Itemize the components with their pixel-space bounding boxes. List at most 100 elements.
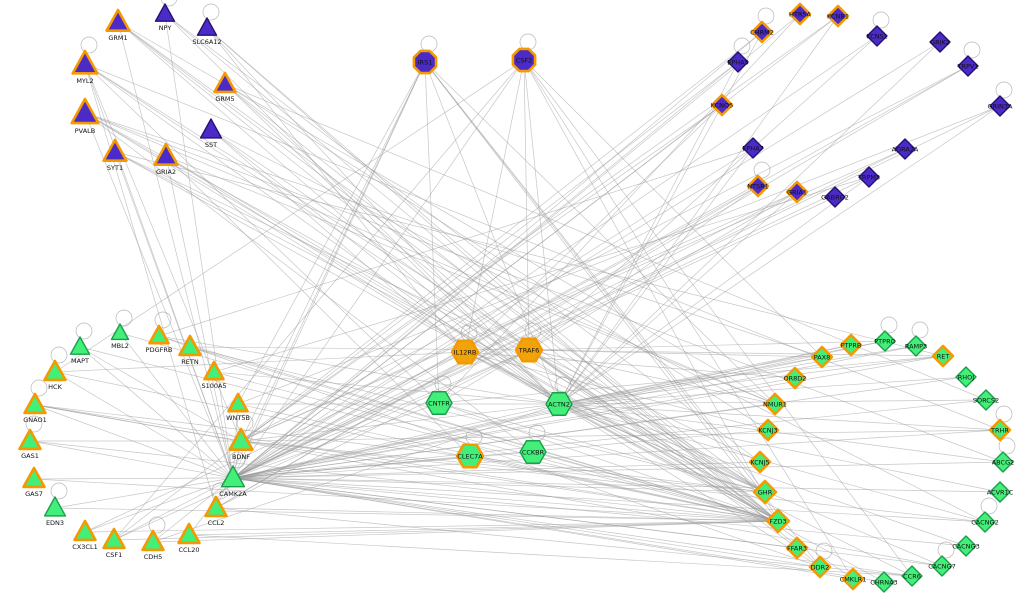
edge-cacng3-actn2: [558, 403, 967, 547]
node-chrm2[interactable]: [750, 20, 774, 44]
node-fzd3[interactable]: [765, 508, 791, 534]
node-pax8[interactable]: [810, 345, 834, 369]
node-cdh5[interactable]: [141, 529, 165, 552]
node-gria1[interactable]: [785, 180, 809, 204]
node-cacng7[interactable]: [931, 555, 953, 577]
node-bdnf[interactable]: [228, 427, 254, 451]
node-kcnj3[interactable]: [756, 418, 780, 442]
node-epha5[interactable]: [727, 51, 749, 73]
node-grm5[interactable]: [213, 71, 237, 94]
edge-pvalb-camk2a: [84, 112, 234, 479]
node-adra2a[interactable]: [894, 138, 916, 160]
node-sst[interactable]: [199, 118, 223, 139]
node-label-ddr2: DDR2: [811, 564, 830, 572]
node-ptpro[interactable]: [874, 330, 896, 352]
node-clec7a[interactable]: [455, 443, 485, 469]
node-mapt[interactable]: [69, 336, 91, 355]
edge-slc6a12-fzd3: [206, 27, 779, 522]
edge-grin3a-actn2: [558, 105, 1001, 405]
node-ccr6[interactable]: [901, 565, 923, 587]
edge-ret-cntfr: [438, 355, 944, 404]
node-kcns1[interactable]: [866, 25, 888, 47]
node-ramp3[interactable]: [905, 335, 927, 357]
node-pdgfrb[interactable]: [148, 324, 170, 345]
node-actn2[interactable]: [545, 392, 573, 416]
node-trhr[interactable]: [988, 418, 1012, 442]
node-trpm3[interactable]: [858, 166, 880, 188]
node-cmklr1[interactable]: [841, 567, 865, 591]
node-retn[interactable]: [178, 334, 202, 357]
node-kcnj5[interactable]: [748, 450, 772, 474]
node-ptprb[interactable]: [839, 333, 863, 357]
node-gnao1[interactable]: [23, 392, 47, 415]
node-label-cdh5: CDH5: [144, 553, 163, 561]
node-label-cacng3: CACNG3: [952, 543, 979, 551]
node-label-ccl20: CCL20: [179, 546, 200, 554]
edge-camk2a-rhoj: [232, 376, 967, 479]
node-htr5a[interactable]: [788, 2, 812, 26]
node-gria2[interactable]: [153, 142, 179, 166]
edge-grm5-traf6: [224, 83, 530, 351]
node-label-ramp3: RAMP3: [905, 343, 927, 351]
edge-irs1-camk2a: [232, 61, 426, 479]
node-grin3a[interactable]: [989, 95, 1011, 117]
node-npy[interactable]: [154, 3, 176, 22]
node-label-kcns1: KCNS1: [866, 33, 888, 41]
node-cckbr[interactable]: [519, 440, 547, 464]
node-camk2a[interactable]: [220, 465, 246, 488]
node-ret[interactable]: [931, 344, 955, 368]
node-kcnb1[interactable]: [826, 4, 850, 28]
node-traf6[interactable]: [514, 337, 544, 363]
edge-retn-fzd3: [189, 346, 779, 522]
node-kcnq5[interactable]: [710, 93, 734, 117]
node-abcg2[interactable]: [992, 451, 1014, 473]
node-mbl2[interactable]: [110, 323, 130, 341]
node-acvr1c[interactable]: [989, 481, 1011, 503]
node-slc6a12[interactable]: [196, 17, 218, 36]
node-grik2[interactable]: [929, 31, 951, 53]
node-cacng2[interactable]: [974, 511, 996, 533]
node-epha7[interactable]: [742, 137, 764, 159]
node-ccl2[interactable]: [204, 495, 228, 518]
node-pvalb[interactable]: [70, 97, 100, 125]
edge-sst-cacng2: [210, 129, 986, 523]
edge-gas7-camk2a: [33, 477, 234, 480]
node-csf1[interactable]: [102, 527, 126, 550]
self-loop-edge: [880, 316, 898, 334]
node-syt1[interactable]: [102, 138, 128, 162]
node-ffar3[interactable]: [785, 536, 809, 560]
node-wnt5b[interactable]: [227, 392, 249, 413]
node-s100a5[interactable]: [203, 360, 225, 381]
node-trpv1[interactable]: [957, 55, 979, 77]
node-label-grin3a: GRIN3A: [988, 103, 1013, 111]
self-loop-edge: [25, 415, 43, 433]
node-cacng3[interactable]: [955, 535, 977, 557]
self-loop-edge: [202, 3, 220, 21]
edge-gnao1-cacng7: [34, 404, 943, 567]
node-nmur1[interactable]: [763, 392, 787, 416]
edge-trpm3-actn2: [558, 176, 870, 405]
node-ntsr1[interactable]: [746, 174, 770, 198]
node-gabrg2[interactable]: [824, 186, 846, 208]
node-ddr2[interactable]: [808, 555, 832, 579]
edge-bdnf-trhr: [240, 429, 1001, 442]
node-myl2[interactable]: [71, 49, 99, 75]
node-chrna3[interactable]: [873, 571, 895, 593]
node-hck[interactable]: [43, 359, 67, 382]
node-il12rb[interactable]: [450, 339, 480, 365]
node-or8d2[interactable]: [783, 366, 807, 390]
node-ghr[interactable]: [752, 479, 778, 505]
node-gas7[interactable]: [22, 466, 46, 489]
node-gas1[interactable]: [18, 428, 42, 451]
node-label-ccl2: CCL2: [208, 519, 225, 527]
node-edn3[interactable]: [43, 496, 67, 517]
node-sorcs2[interactable]: [975, 389, 997, 411]
node-rhoj[interactable]: [955, 366, 977, 388]
node-grm1[interactable]: [105, 8, 131, 32]
node-csf2[interactable]: [511, 47, 537, 73]
node-ccl20[interactable]: [177, 522, 201, 545]
node-irs1[interactable]: [412, 49, 438, 75]
edge-ccl20-ccr6: [188, 534, 913, 577]
node-cx3cl1[interactable]: [73, 519, 97, 542]
node-cntfr[interactable]: [425, 391, 453, 415]
